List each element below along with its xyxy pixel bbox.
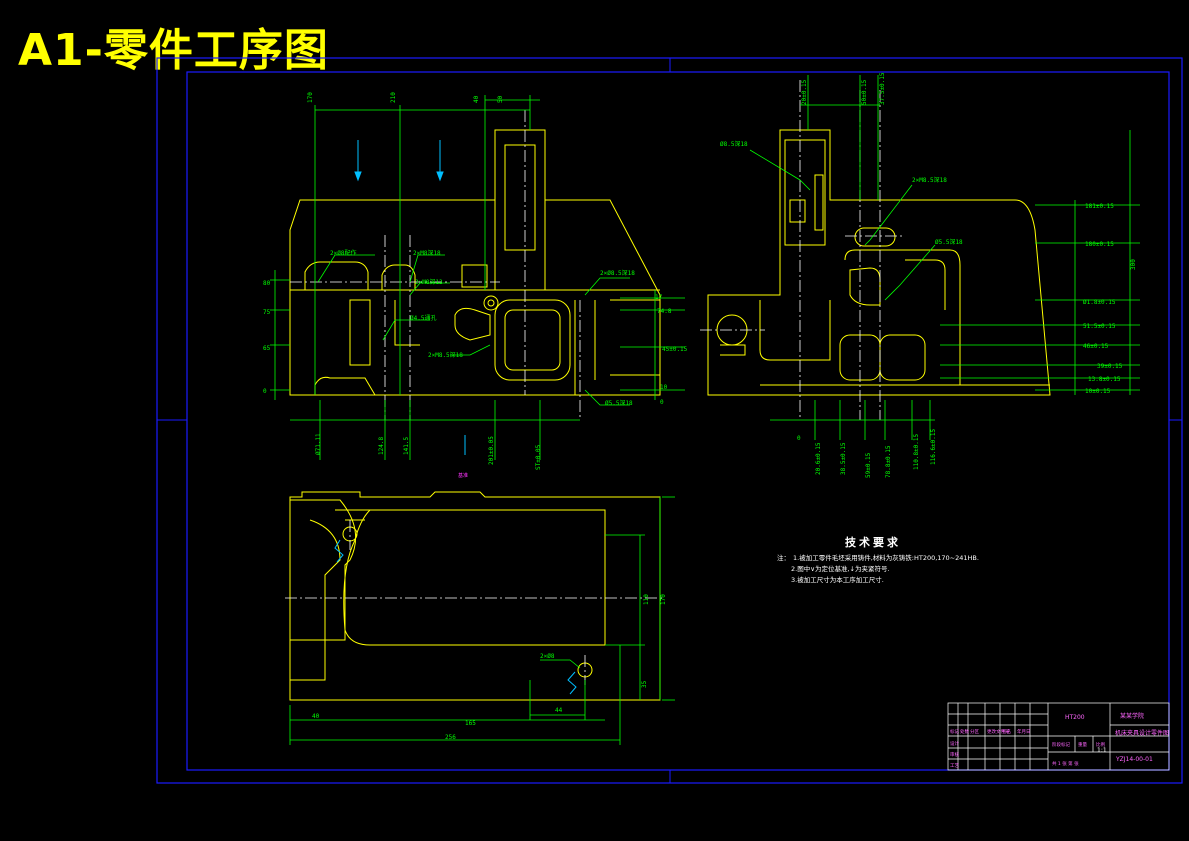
- svg-text:116.6±0.15: 116.6±0.15: [930, 428, 937, 465]
- svg-text:39±0.15: 39±0.15: [1097, 363, 1123, 370]
- svg-text:2×M8深18: 2×M8深18: [413, 249, 441, 257]
- svg-text:45±0.15: 45±0.15: [662, 346, 688, 353]
- svg-text:工艺: 工艺: [950, 763, 959, 769]
- svg-text:110: 110: [643, 594, 650, 605]
- svg-text:阶段标记: 阶段标记: [1052, 741, 1070, 748]
- svg-text:256: 256: [445, 734, 456, 741]
- svg-text:处数: 处数: [960, 728, 969, 735]
- svg-text:0: 0: [263, 388, 267, 395]
- tech-note-1: 1.被加工零件毛坯采用铸件,材料为灰铸铁:HT200,170~241HB.: [793, 554, 979, 562]
- svg-text:13.8±0.15: 13.8±0.15: [1088, 376, 1121, 383]
- top-view: [289, 491, 661, 701]
- side-view-dimensions: [749, 75, 1140, 440]
- svg-text:20±0.15: 20±0.15: [801, 79, 808, 105]
- svg-text:38.5±0.15: 38.5±0.15: [840, 442, 847, 475]
- svg-text:124.8: 124.8: [378, 437, 385, 455]
- svg-text:ST±0.05: ST±0.05: [535, 444, 542, 470]
- svg-text:78.8±0.15: 78.8±0.15: [885, 445, 892, 478]
- title-block-material: HT200: [1065, 714, 1085, 721]
- svg-text:签名: 签名: [1002, 728, 1011, 735]
- svg-text:80: 80: [263, 280, 271, 287]
- page-title: A1-零件工序图: [18, 25, 329, 76]
- svg-text:Ø5.5深18: Ø5.5深18: [605, 399, 633, 407]
- svg-text:35: 35: [641, 680, 648, 688]
- svg-text:165: 165: [465, 720, 476, 727]
- title-block-part-name: 机床夹具设计零件图: [1115, 730, 1170, 737]
- svg-text:更改文件号: 更改文件号: [987, 728, 1010, 735]
- svg-text:比例: 比例: [1096, 741, 1105, 748]
- svg-text:2×Ø8: 2×Ø8: [540, 653, 555, 660]
- svg-text:170: 170: [660, 594, 667, 605]
- svg-text:Ø5.5深18: Ø5.5深18: [935, 238, 963, 246]
- svg-text:0: 0: [797, 435, 801, 442]
- tech-note-2: 2.图中∨为定位基准,↓为夹紧符号.: [791, 565, 890, 573]
- svg-text:300: 300: [1130, 259, 1137, 270]
- title-block-school: 某某学院: [1120, 713, 1145, 720]
- svg-text:46±0.15: 46±0.15: [1083, 343, 1109, 350]
- svg-text:2×Ø8.5深18: 2×Ø8.5深18: [600, 269, 635, 277]
- svg-text:分区: 分区: [970, 728, 979, 735]
- svg-text:Ø8.5深18: Ø8.5深18: [720, 140, 748, 148]
- front-view-dimensions: [270, 95, 685, 460]
- tech-notes-label: 注：: [777, 554, 790, 562]
- svg-text:重量: 重量: [1078, 741, 1087, 748]
- svg-text:170: 170: [307, 92, 314, 103]
- svg-text:20.6±0.15: 20.6±0.15: [815, 442, 822, 475]
- svg-text:74.8: 74.8: [657, 308, 672, 315]
- svg-text:审核: 审核: [950, 751, 959, 758]
- tech-requirements-notes: 注：1.被加工零件毛坯采用铸件,材料为灰铸铁:HT200,170~241HB. …: [777, 553, 979, 586]
- svg-text:10: 10: [660, 384, 668, 391]
- svg-text:共 1 张 第 张: 共 1 张 第 张: [1052, 760, 1079, 767]
- side-view: [707, 129, 1051, 396]
- svg-text:设计: 设计: [950, 740, 959, 747]
- svg-text:2×M8.5深18: 2×M8.5深18: [912, 176, 947, 184]
- title-block: [947, 702, 1170, 771]
- svg-text:65: 65: [263, 345, 271, 352]
- svg-text:210: 210: [390, 92, 397, 103]
- svg-text:37.5±0.15: 37.5±0.15: [879, 72, 886, 105]
- svg-text:40: 40: [312, 713, 320, 720]
- svg-text:201±0.05: 201±0.05: [488, 436, 495, 465]
- front-view: [289, 129, 661, 396]
- svg-text:0: 0: [660, 399, 664, 406]
- svg-text:10±0.15: 10±0.15: [1085, 388, 1111, 395]
- svg-text:51.5±0.15: 51.5±0.15: [1083, 323, 1116, 330]
- svg-text:75: 75: [263, 309, 271, 316]
- inner-frame: [186, 71, 1170, 771]
- svg-text:2×M8.5深18: 2×M8.5深18: [428, 351, 463, 359]
- svg-text:50: 50: [497, 95, 504, 103]
- svg-text:Ø1.8±0.15: Ø1.8±0.15: [1083, 299, 1116, 306]
- title-block-scale: 1:1: [1097, 747, 1107, 754]
- svg-text:Ø4.5通孔: Ø4.5通孔: [410, 314, 436, 322]
- svg-text:181±0.15: 181±0.15: [1085, 203, 1114, 210]
- svg-text:年月日: 年月日: [1017, 728, 1031, 735]
- svg-text:40: 40: [473, 95, 480, 103]
- outer-frame: [156, 57, 1183, 784]
- svg-text:2×M8深12: 2×M8深12: [415, 278, 443, 286]
- svg-text:110.8±0.15: 110.8±0.15: [913, 433, 920, 470]
- title-block-drawing-no: YZJ14-00-01: [1116, 756, 1153, 763]
- svg-text:141.5: 141.5: [403, 437, 410, 455]
- svg-text:50±0.15: 50±0.15: [861, 79, 868, 105]
- svg-text:Ø71.11: Ø71.11: [315, 433, 322, 455]
- svg-text:基准: 基准: [458, 472, 468, 479]
- svg-text:44: 44: [555, 707, 563, 714]
- svg-text:2×Ø8配作: 2×Ø8配作: [330, 249, 356, 257]
- svg-text:180±0.15: 180±0.15: [1085, 241, 1114, 248]
- svg-text:17: 17: [655, 294, 663, 301]
- top-view-dimensions: [289, 496, 675, 745]
- tech-requirements-title: 技术要求: [845, 536, 901, 549]
- svg-text:59±0.15: 59±0.15: [865, 452, 872, 478]
- svg-text:标记: 标记: [950, 728, 959, 735]
- tech-note-3: 3.被加工尺寸为本工序加工尺寸.: [791, 576, 884, 584]
